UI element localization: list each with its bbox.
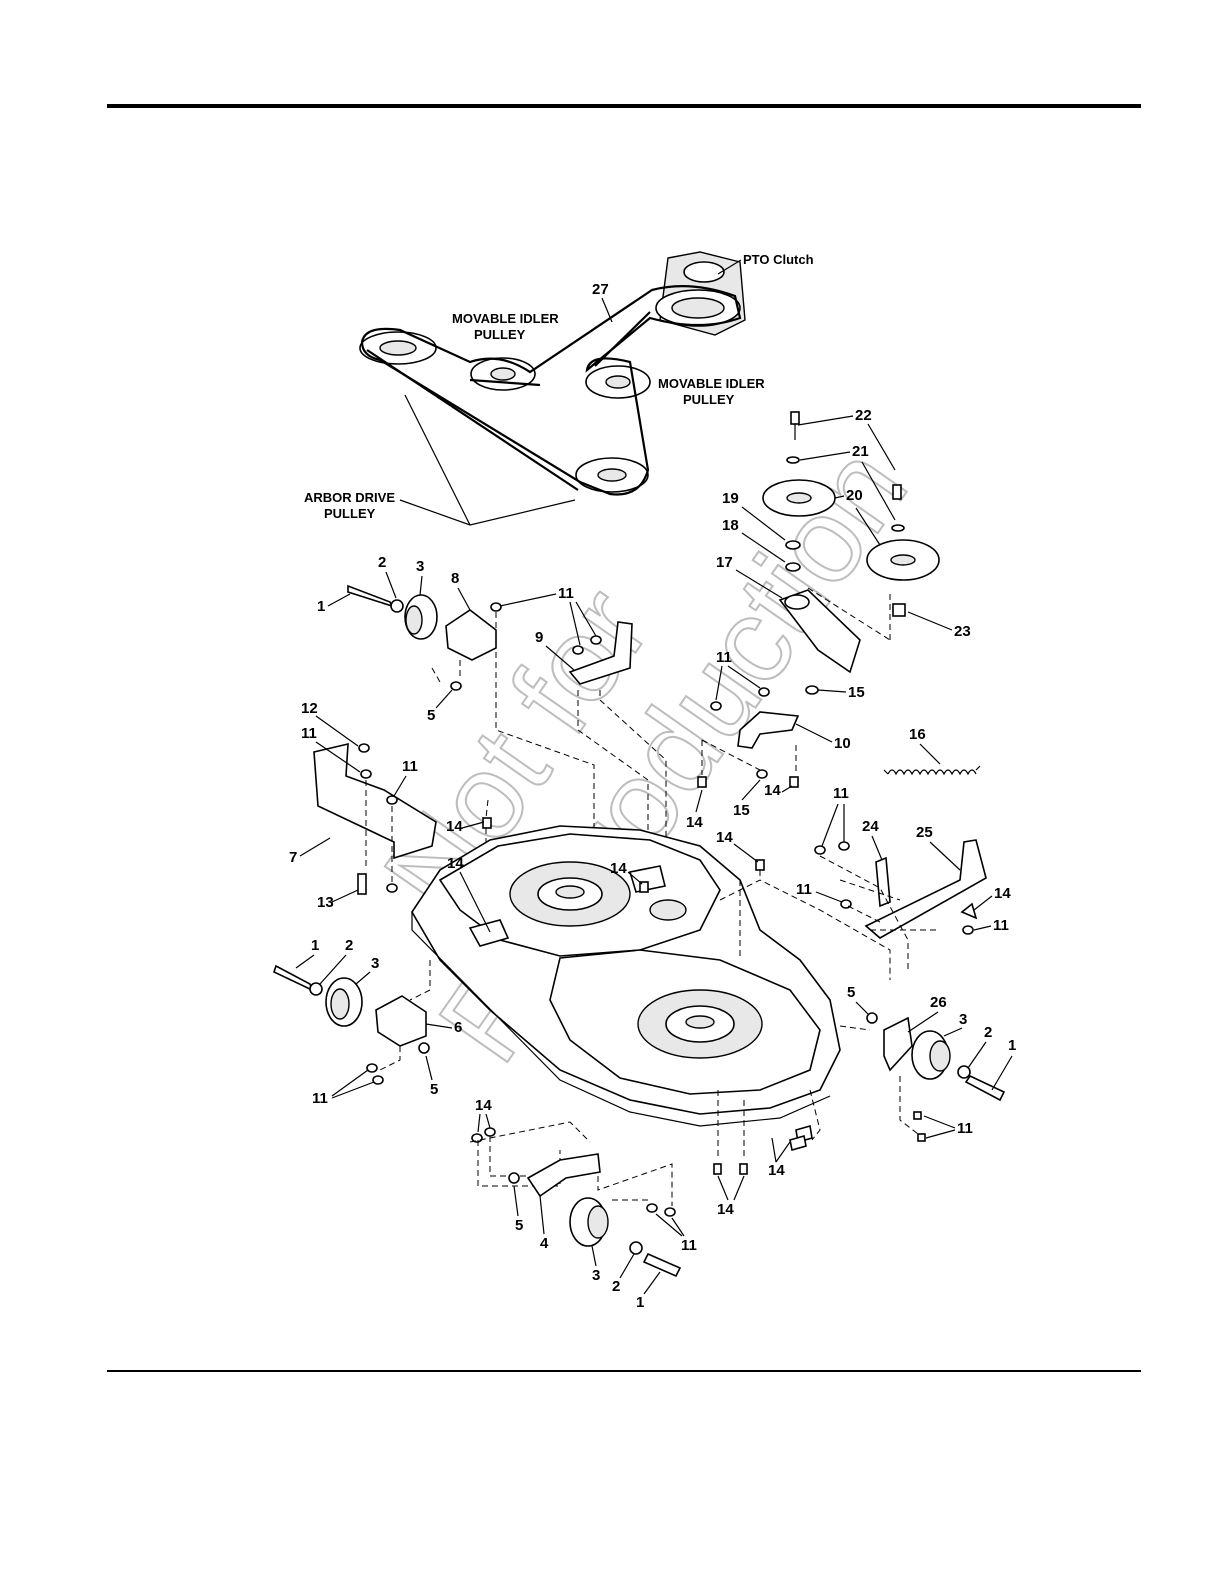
callout-23: 23 — [954, 623, 971, 640]
callout-1-b: 1 — [636, 1294, 644, 1311]
callout-1-mr: 1 — [1008, 1037, 1016, 1054]
label-movable-idler-2-line1: MOVABLE IDLER — [658, 376, 765, 391]
callout-27: 27 — [592, 281, 609, 298]
callout-3-tl: 3 — [416, 558, 424, 575]
label-movable-idler-2-line2: PULLEY — [683, 392, 735, 407]
callout-21: 21 — [852, 443, 869, 460]
footer-rule — [107, 1370, 1141, 1372]
callout-2-ml: 2 — [345, 937, 353, 954]
callout-11-top-b: 11 — [558, 585, 574, 602]
spring-16 — [884, 766, 980, 774]
callout-12: 12 — [301, 700, 318, 717]
callout-2-tl: 2 — [378, 554, 386, 571]
callout-11-r1: 11 — [833, 785, 849, 802]
callout-25: 25 — [916, 824, 933, 841]
callout-5-ml: 5 — [430, 1081, 438, 1098]
callout-7: 7 — [289, 849, 297, 866]
callout-18: 18 — [722, 517, 739, 534]
callout-17: 17 — [716, 554, 733, 571]
callout-14-b3: 14 — [717, 1201, 734, 1218]
gauge-wheel-mid-left — [274, 960, 430, 1084]
callout-14-r3: 14 — [716, 829, 733, 846]
label-movable-idler-1-line1: MOVABLE IDLER — [452, 311, 559, 326]
arbor-drive-pulley-left — [360, 332, 436, 364]
callout-15-lower: 15 — [733, 802, 750, 819]
callout-2-mr: 2 — [984, 1024, 992, 1041]
callout-16: 16 — [909, 726, 926, 743]
callout-24: 24 — [862, 818, 879, 835]
callout-11-ml: 11 — [312, 1090, 328, 1107]
callout-14-b2: 14 — [768, 1162, 785, 1179]
callout-9: 9 — [535, 629, 543, 646]
baffle-brackets-24-25 — [815, 840, 986, 970]
callout-4: 4 — [540, 1235, 549, 1252]
callout-5-b: 5 — [515, 1217, 523, 1234]
label-pto-clutch: PTO Clutch — [743, 252, 814, 267]
callout-14-r4: 14 — [994, 885, 1011, 902]
gauge-wheel-mid-right — [840, 1013, 1004, 1141]
movable-idler-pulley-2 — [586, 366, 650, 398]
movable-idler-pulley-1 — [471, 358, 535, 390]
callout-14-r1: 14 — [764, 782, 781, 799]
callout-14-b1: 14 — [475, 1097, 492, 1114]
callout-1-ml: 1 — [311, 937, 319, 954]
callout-1-tl: 1 — [317, 598, 325, 615]
callout-3-mr: 3 — [959, 1011, 967, 1028]
label-movable-idler-1-line2: PULLEY — [474, 327, 526, 342]
callout-11-l1: 11 — [301, 725, 317, 742]
callout-5-tl: 5 — [427, 707, 435, 724]
callout-22: 22 — [855, 407, 872, 424]
callout-11-mr: 11 — [957, 1120, 973, 1137]
label-arbor-drive-line1: ARBOR DRIVE — [304, 490, 395, 505]
callout-6: 6 — [454, 1019, 462, 1036]
callout-20: 20 — [846, 487, 863, 504]
callout-19: 19 — [722, 490, 739, 507]
callout-11-top-a: 11 — [716, 649, 732, 666]
belt-assembly — [360, 252, 745, 495]
callout-11-l2: 11 — [402, 758, 418, 775]
callout-2-b: 2 — [612, 1278, 620, 1295]
callout-11-r3: 11 — [993, 917, 1009, 934]
label-arbor-drive-line2: PULLEY — [324, 506, 376, 521]
callout-3-b: 3 — [592, 1267, 600, 1284]
callout-5-mr: 5 — [847, 984, 855, 1001]
callout-8: 8 — [451, 570, 459, 587]
callout-13: 13 — [317, 894, 334, 911]
callout-11-r2: 11 — [796, 881, 812, 898]
callout-14-mid: 14 — [686, 814, 703, 831]
callout-11-b: 11 — [681, 1237, 697, 1254]
gauge-wheel-top-left — [348, 586, 496, 690]
callout-26: 26 — [930, 994, 947, 1011]
callout-10: 10 — [834, 735, 851, 752]
callout-14-c: 14 — [447, 855, 464, 872]
callout-14-r2: 14 — [610, 860, 627, 877]
callout-14-l: 14 — [446, 818, 463, 835]
callout-15-upper: 15 — [848, 684, 865, 701]
callout-3-ml: 3 — [371, 955, 379, 972]
